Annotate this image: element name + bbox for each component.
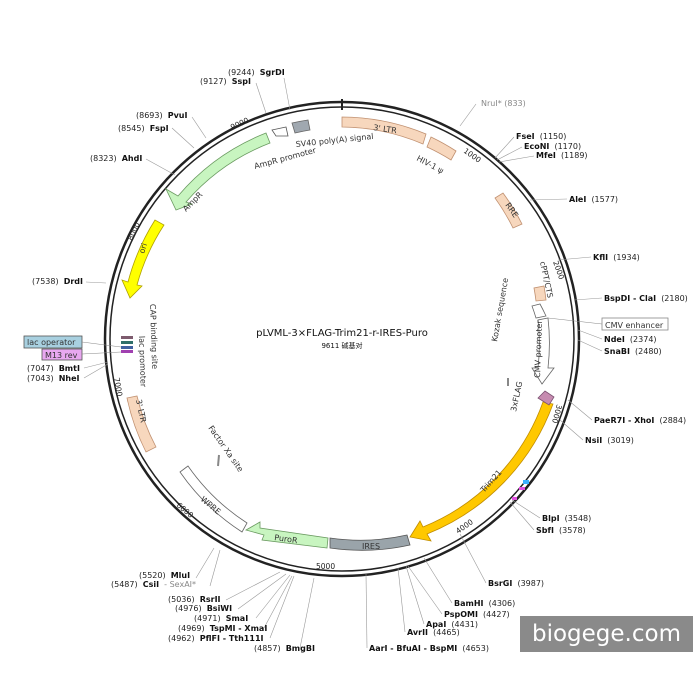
site-bmgbi: (4857) BmgBI — [254, 636, 315, 655]
site-smai: (4971) SmaI — [194, 606, 248, 625]
site-pflfi: (4962) PflFI - Tth111I — [168, 626, 264, 645]
cmv-enhancer-feature — [531, 303, 547, 319]
sv40-feature — [291, 119, 311, 134]
site-blpi: BlpI (3548) — [542, 506, 591, 525]
callouts: CMV enhancer lac operator M13 rev — [23, 317, 669, 361]
site-sbfi: SbfI (3578) — [536, 518, 586, 537]
mark-magenta-2 — [512, 497, 517, 500]
ampr-promoter-feature — [271, 126, 289, 137]
lac-operator-leader — [81, 341, 122, 348]
watermark: biogege.com — [520, 616, 693, 652]
m13-label: M13 rev — [45, 351, 78, 360]
site-mfei: MfeI (1189) — [536, 143, 588, 162]
site-snabi: SnaBI (2480) — [604, 339, 662, 358]
lac-operator-feature — [121, 346, 133, 349]
tick-1000: 1000 — [462, 146, 483, 164]
trim21-feature — [409, 401, 554, 542]
cmv-promoter-feature — [531, 317, 555, 385]
rre-feature — [494, 192, 523, 229]
site-fsei: FseI (1150) — [516, 124, 566, 143]
ires-feature — [329, 534, 411, 551]
site-nsii: NsiI (3019) — [585, 428, 634, 447]
site-fspi: (8545) FspI — [118, 116, 169, 135]
tick-7000: 7000 — [112, 377, 124, 398]
site-sspi: (9127) SspI — [200, 69, 251, 88]
site-drdi: (7538) DrdI — [32, 269, 83, 288]
plasmid-length: 9611 碱基对 — [321, 341, 362, 350]
lac-promoter-feature — [121, 341, 133, 344]
flag-feature — [537, 390, 555, 406]
cmv-promoter-label: CMV promoter — [533, 319, 544, 378]
ires-label: IRES — [362, 542, 380, 551]
plasmid-title: pLVML-3×FLAG-Trim21-r-IRES-Puro — [256, 328, 428, 339]
tick-2000: 2000 — [551, 260, 566, 281]
site-ndei: NdeI (2374) — [604, 327, 657, 346]
flag-label: 3xFLAG — [509, 381, 524, 413]
ampr-promoter-label: AmpR promoter — [253, 146, 317, 171]
tick-5000: 5000 — [316, 562, 335, 571]
ampr-feature — [165, 132, 271, 211]
tick-4000: 4000 — [454, 517, 475, 535]
site-ahdi: (8323) AhdI — [90, 146, 142, 165]
site-aari: AarI - BfuAI - BspMI (4653) — [369, 636, 489, 655]
m13-box — [41, 348, 83, 361]
cap-feature — [121, 336, 133, 339]
cmv-enhancer-label: CMV enhancer — [605, 321, 664, 330]
site-pspomi: PspOMI (4427) — [444, 602, 510, 621]
site-leaders — [83, 77, 603, 649]
site-bsrgi: BsrGI (3987) — [488, 571, 544, 590]
wpre-feature — [179, 465, 248, 533]
ori-feature — [121, 219, 165, 299]
site-rsrii: (5036) RsrII — [168, 587, 221, 606]
ltr3-label: 3' LTR — [373, 123, 398, 135]
site-nhei: (7043) NheI — [27, 366, 80, 385]
site-nrui: NruI* (833) — [481, 99, 526, 108]
hiv-label: HIV-1 ψ — [415, 154, 445, 176]
site-mlui: (5520) MluI — [139, 563, 190, 582]
site-bamhi: BamHI (4306) — [454, 591, 515, 610]
tick-9000: 9000 — [229, 115, 250, 131]
lac-promoter-label: lac promoter — [137, 336, 148, 388]
site-apai: ApaI (4431) — [426, 612, 478, 631]
ltr3-feature — [341, 116, 427, 145]
site-bmti: (7047) BmtI — [27, 356, 80, 375]
cppt-feature — [533, 285, 547, 302]
site-avrii: AvrII (4465) — [407, 620, 460, 639]
site-sgrdi: (9244) SgrDI — [228, 60, 285, 79]
hiv-feature — [426, 136, 457, 161]
lac-operator-label: lac operator — [27, 338, 76, 347]
sv40-label: SV40 poly(A) signal — [295, 132, 374, 149]
site-kfli: KflI (1934) — [593, 245, 640, 264]
m13-feature — [121, 350, 133, 353]
site-alei: AleI (1577) — [569, 187, 618, 206]
site-csii: (5487) CsiI - SexAI* — [111, 572, 196, 591]
site-bspdi: BspDI - ClaI (2180) — [604, 286, 688, 305]
puror-label: PuroR — [274, 533, 299, 545]
factor-xa-feature — [217, 454, 220, 467]
mark-magenta — [519, 487, 525, 490]
cmv-enhancer-leader — [547, 317, 603, 325]
m13-leader — [81, 351, 122, 355]
ori-label: ori — [137, 242, 149, 255]
factor-xa-label: Factor Xa site — [206, 424, 245, 474]
site-econi: EcoNI (1170) — [524, 134, 581, 153]
site-tspmi: (4969) TspMI - XmaI — [178, 616, 267, 635]
tick-8000: 8000 — [126, 221, 142, 242]
sites-left: (9244) SgrDI (9127) SspI (8693) PvuI (85… — [27, 60, 315, 655]
mark-cyan — [523, 480, 529, 484]
ltr3-left-feature — [126, 395, 157, 453]
sites-right: NruI* (833) FseI (1150) EcoNI (1170) Mfe… — [369, 99, 688, 655]
cap-label: CAP binding site — [148, 304, 159, 370]
puror-feature — [244, 521, 329, 549]
site-paer7i: PaeR7I - XhoI (2884) — [594, 408, 686, 427]
site-pvui: (8693) PvuI — [136, 103, 187, 122]
site-bsiwi: (4976) BsiWI — [175, 596, 232, 615]
kozak-label: Kozak sequence — [490, 277, 510, 342]
